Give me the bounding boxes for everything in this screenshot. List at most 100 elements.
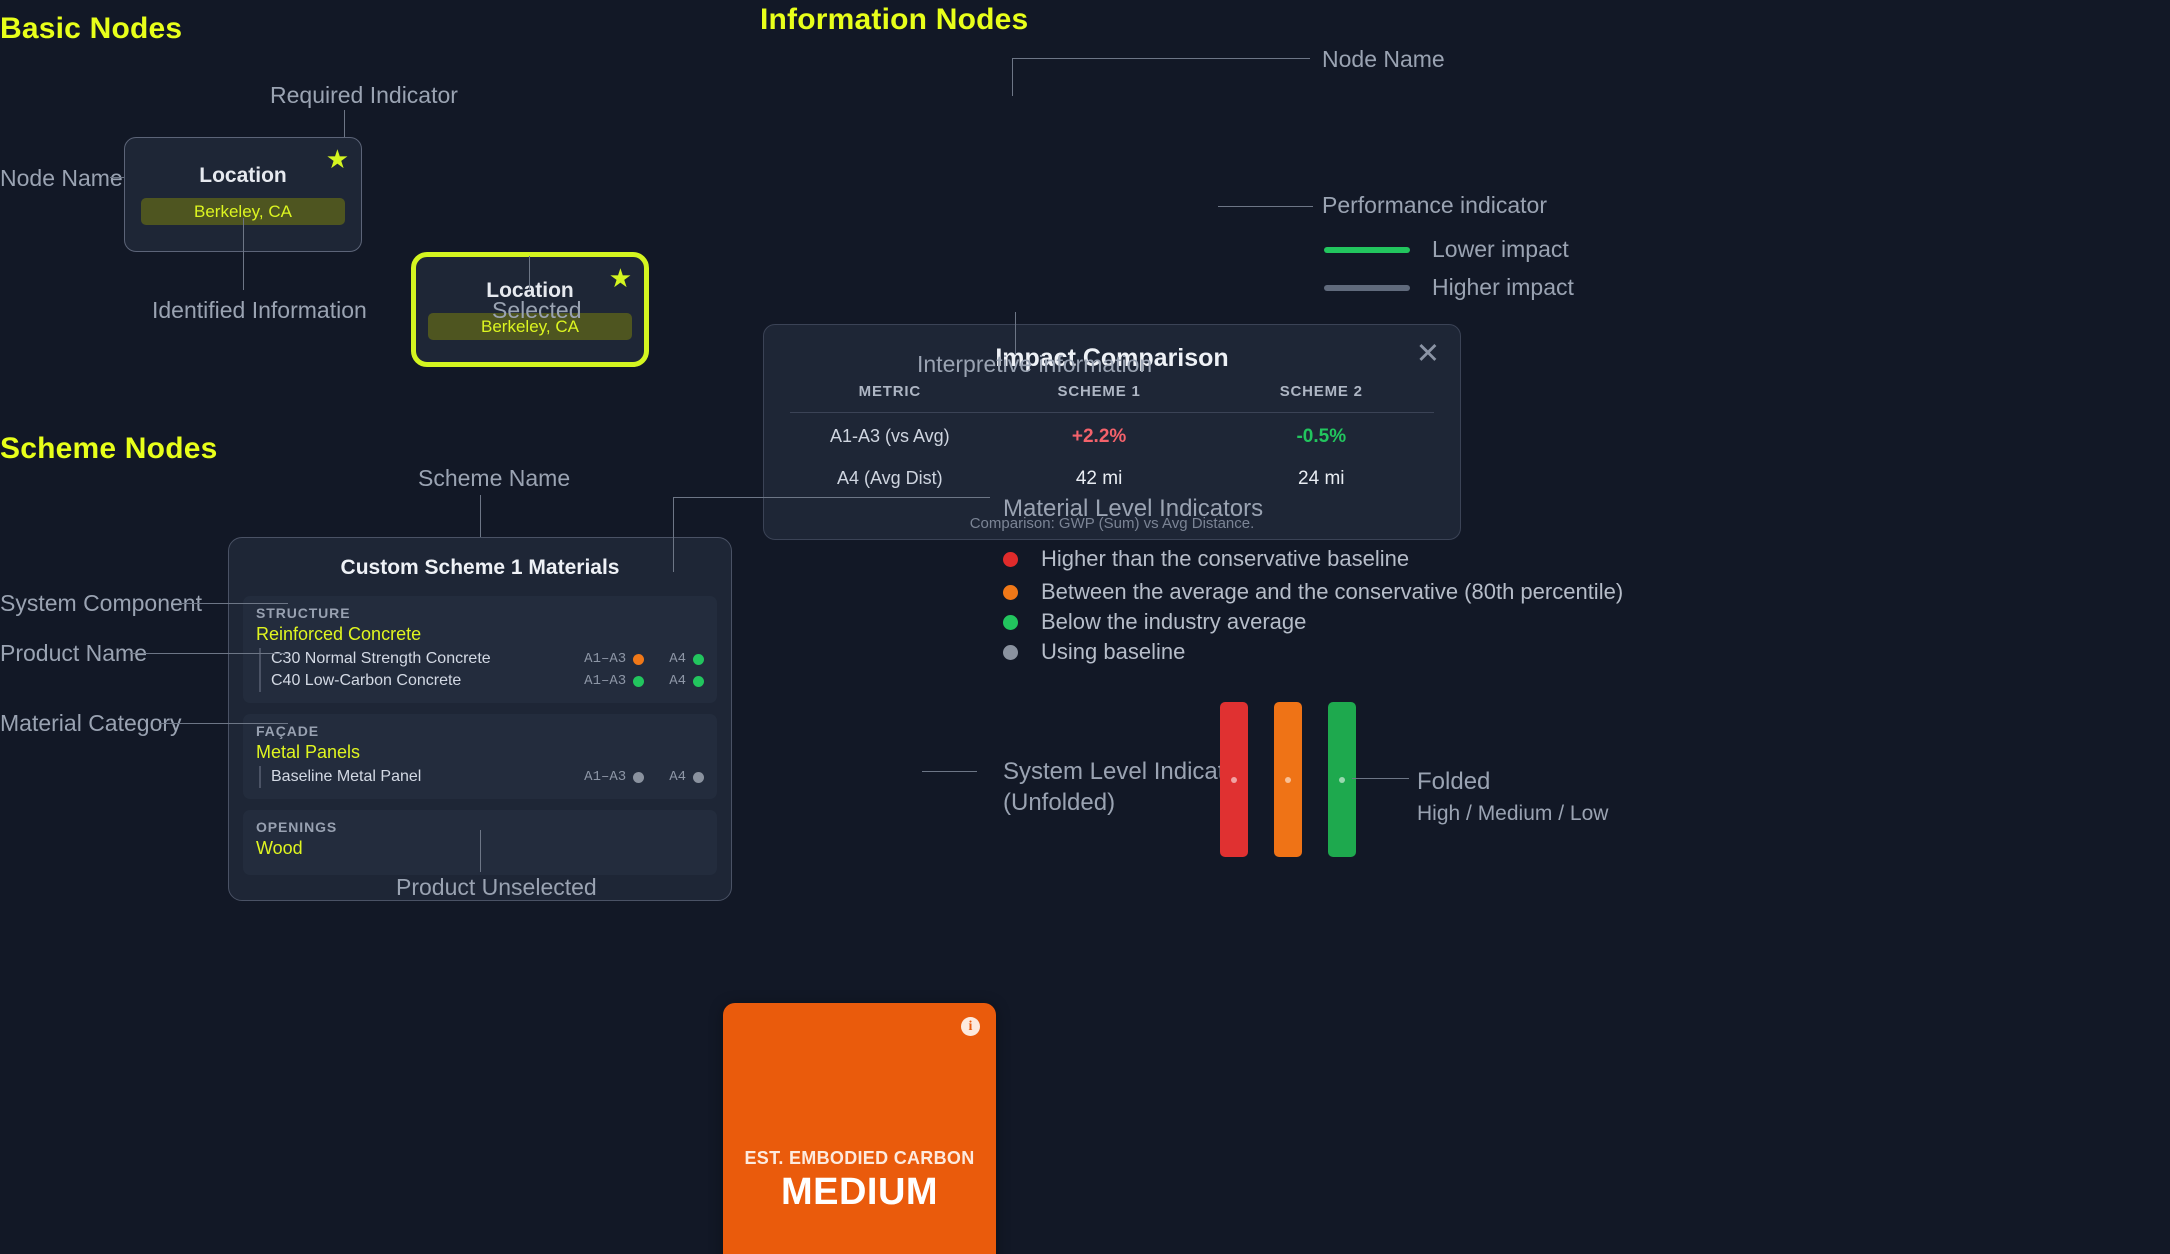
product-indicators: A1–A3 A4 bbox=[566, 651, 704, 667]
embodied-carbon-card[interactable]: i EST. EMBODIED CARBON MEDIUM bbox=[723, 1003, 996, 1254]
material-category-label: Reinforced Concrete bbox=[256, 624, 422, 644]
leader-line-interpretive-information bbox=[1015, 312, 1016, 355]
impact-comparison-header: Impact Comparison ✕ bbox=[790, 339, 1440, 377]
impact-comparison-footnote: Comparison: GWP (Sum) vs Avg Distance. bbox=[969, 515, 1255, 532]
leader-line-system-level-indicator bbox=[922, 771, 977, 772]
legend-label-higher-impact: Higher impact bbox=[1432, 274, 1574, 300]
leader-line-required-indicator bbox=[344, 110, 345, 160]
column-header-scheme-2: SCHEME 2 bbox=[1279, 383, 1363, 400]
required-star-icon-selected: ★ bbox=[608, 263, 632, 293]
indicator-label: A1–A3 bbox=[584, 673, 627, 689]
indicator-dot-green bbox=[633, 675, 645, 687]
leader-line-performance-indicator bbox=[1218, 206, 1313, 207]
impact-comparison-title: Impact Comparison bbox=[995, 343, 1229, 372]
system-group-structure: STRUCTURE Reinforced Concrete C30 Normal… bbox=[243, 596, 717, 703]
indicator-label: A1–A3 bbox=[584, 769, 627, 785]
impact-comparison-panel: Impact Comparison ✕ METRIC SCHEME 1 SCHE… bbox=[763, 324, 1461, 540]
legend-text: Below the industry average bbox=[1041, 609, 1307, 634]
node-card-selected-title: Location bbox=[486, 279, 574, 302]
system-component-label: FAÇADE bbox=[256, 723, 319, 739]
indicator-label: A4 bbox=[669, 769, 686, 785]
scheme-materials-card: Custom Scheme 1 Materials STRUCTURE Rein… bbox=[228, 537, 732, 901]
table-row: A1-A3 (vs Avg) +2.2% -0.5% bbox=[790, 413, 1434, 456]
scheme-1-cell: 42 mi bbox=[990, 455, 1209, 497]
indicator-dot-orange bbox=[633, 653, 645, 665]
annotation-required-indicator: Required Indicator bbox=[270, 82, 458, 108]
product-indicators: A1–A3 A4 bbox=[566, 769, 704, 785]
product-row[interactable]: C30 Normal Strength Concrete A1–A3 A4 bbox=[271, 648, 704, 670]
leader-line-node-name-info-h bbox=[1012, 58, 1310, 59]
product-name: C40 Low-Carbon Concrete bbox=[271, 672, 462, 689]
system-level-bar-medium[interactable] bbox=[1274, 702, 1302, 857]
node-card-location-selected[interactable]: ★ Location Berkeley, CA bbox=[411, 252, 649, 367]
section-title-scheme-nodes: Scheme Nodes bbox=[0, 432, 218, 465]
indicator-a4: A4 bbox=[669, 651, 704, 667]
indicator-dot-green bbox=[693, 675, 704, 687]
indicator-label: A4 bbox=[669, 673, 686, 689]
scheme-card-title: Custom Scheme 1 Materials bbox=[340, 556, 620, 579]
system-level-bar-high[interactable] bbox=[1220, 702, 1248, 857]
legend-swatch-lower-impact bbox=[1324, 246, 1410, 253]
section-title-information-nodes: Information Nodes bbox=[760, 3, 1029, 36]
info-icon[interactable]: i bbox=[961, 1017, 980, 1036]
scheme-1-value: 42 mi bbox=[1075, 468, 1123, 489]
bar-pip bbox=[1231, 776, 1237, 783]
product-row[interactable]: Baseline Metal Panel A1–A3 A4 bbox=[271, 766, 704, 788]
annotation-node-name-basic: Node Name bbox=[0, 165, 123, 191]
scheme-2-cell: 24 mi bbox=[1209, 455, 1434, 497]
product-row[interactable]: C40 Low-Carbon Concrete A1–A3 A4 bbox=[271, 670, 704, 692]
legend-text: Between the average and the conservative… bbox=[1041, 579, 1624, 604]
annotation-identified-information: Identified Information bbox=[152, 297, 367, 323]
leader-line-product-name bbox=[130, 653, 288, 654]
product-name: C30 Normal Strength Concrete bbox=[271, 650, 491, 667]
system-group-facade: FAÇADE Metal Panels Baseline Metal Panel… bbox=[243, 714, 717, 799]
annotation-folded-scale: High / Medium / Low bbox=[1417, 802, 1609, 825]
embodied-carbon-label: EST. EMBODIED CARBON bbox=[744, 1147, 975, 1168]
annotation-product-unselected: Product Unselected bbox=[396, 874, 597, 900]
leader-line-material-level-indicators-h bbox=[673, 497, 990, 498]
indicator-a4: A4 bbox=[669, 673, 704, 689]
close-icon[interactable]: ✕ bbox=[1415, 338, 1440, 370]
indicator-a1a3: A1–A3 bbox=[584, 769, 645, 785]
node-card-title: Location bbox=[199, 164, 287, 187]
material-level-legend-item-medium: Between the average and the conservative… bbox=[1003, 579, 1623, 605]
indicator-dot-grey bbox=[693, 771, 704, 783]
legend-dot-red bbox=[1003, 551, 1018, 567]
scheme-1-value: +2.2% bbox=[1071, 426, 1127, 447]
annotation-folded: Folded bbox=[1417, 768, 1491, 795]
leader-line-material-level-indicators-v bbox=[673, 497, 674, 572]
legend-text: Higher than the conservative baseline bbox=[1041, 546, 1410, 571]
annotation-system-component: System Component bbox=[0, 590, 202, 616]
node-card-selected-value-chip[interactable]: Berkeley, CA bbox=[428, 313, 632, 340]
material-level-legend-item-low: Below the industry average bbox=[1003, 609, 1306, 635]
material-level-legend-item-baseline: Using baseline bbox=[1003, 639, 1185, 665]
legend-label-lower-impact: Lower impact bbox=[1432, 236, 1569, 262]
leader-line-material-category bbox=[160, 723, 288, 724]
system-component-label: STRUCTURE bbox=[256, 605, 351, 621]
product-list: C30 Normal Strength Concrete A1–A3 A4 C4 bbox=[259, 648, 704, 692]
embodied-carbon-value: MEDIUM bbox=[780, 1170, 939, 1213]
material-level-legend-item-high: Higher than the conservative baseline bbox=[1003, 546, 1409, 572]
bar-pip bbox=[1285, 776, 1291, 783]
legend-item-lower-impact: Lower impact bbox=[1324, 236, 1569, 263]
impact-comparison-table: METRIC SCHEME 1 SCHEME 2 A1-A3 (vs Avg) … bbox=[790, 383, 1434, 497]
leader-line-identified-information bbox=[243, 218, 244, 290]
product-indicators: A1–A3 A4 bbox=[566, 673, 704, 689]
section-title-basic-nodes: Basic Nodes bbox=[0, 12, 183, 45]
table-row: A4 (Avg Dist) 42 mi 24 mi bbox=[790, 455, 1434, 497]
leader-line-folded bbox=[1352, 778, 1409, 779]
table-header-row: METRIC SCHEME 1 SCHEME 2 bbox=[790, 383, 1434, 413]
leader-line-selected bbox=[529, 256, 530, 290]
indicator-a4: A4 bbox=[669, 769, 704, 785]
annotation-selected: Selected bbox=[492, 297, 582, 323]
required-star-icon: ★ bbox=[325, 144, 349, 174]
system-level-bar-low[interactable] bbox=[1328, 702, 1356, 857]
column-header-scheme-1: SCHEME 1 bbox=[1057, 383, 1141, 400]
annotation-interpretive-information: Interpretive information bbox=[917, 351, 1153, 377]
legend-dot-grey bbox=[1003, 644, 1018, 660]
indicator-label: A4 bbox=[669, 651, 686, 667]
legend-swatch-higher-impact bbox=[1324, 284, 1410, 291]
scheme-2-value: 24 mi bbox=[1298, 468, 1345, 489]
indicator-label: A1–A3 bbox=[584, 651, 627, 667]
